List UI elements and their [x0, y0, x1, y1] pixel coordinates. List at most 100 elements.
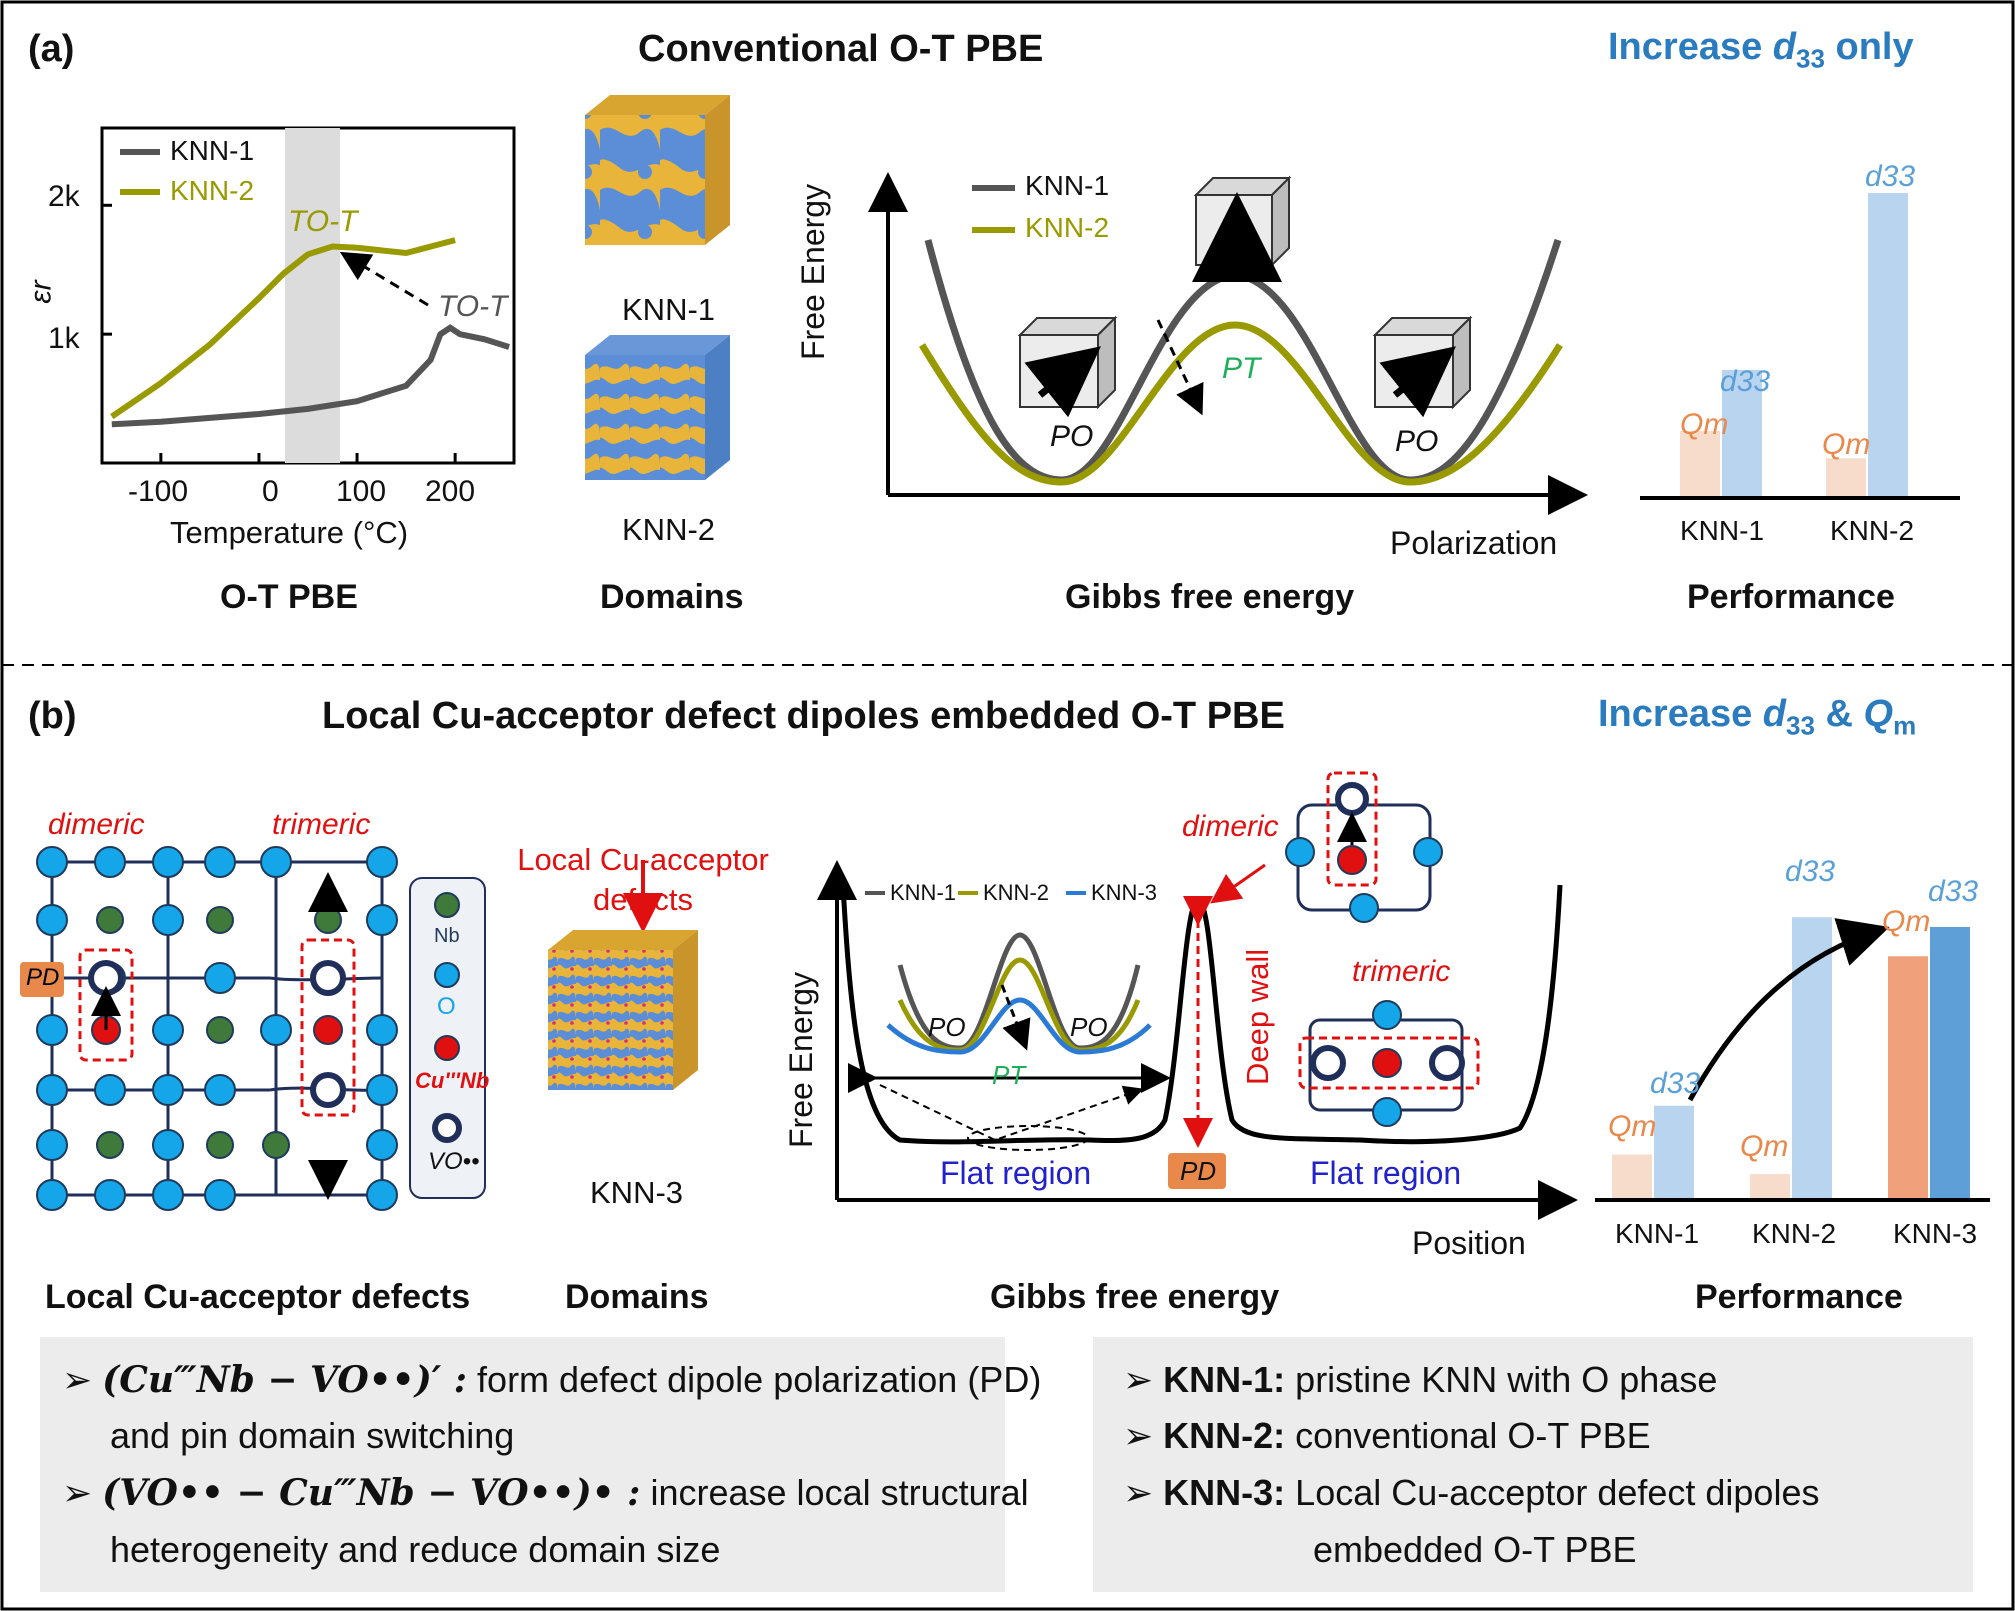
perf-a-qm-2: Qm [1822, 428, 1871, 461]
bar-d33-knn-1 [1722, 369, 1762, 498]
perf-b-d33-2: d33 [1785, 855, 1836, 888]
gibbs-b-legend-knn3: KNN-3 [1091, 880, 1158, 905]
shift-arrow [339, 251, 429, 307]
deep-wall-label: Deep wall [1240, 948, 1275, 1085]
xtick-100: 100 [336, 475, 387, 508]
o-atom [152, 846, 184, 878]
dimeric-label: dimeric [48, 808, 145, 841]
o-atom [36, 1129, 68, 1161]
xtick-m100: -100 [128, 475, 189, 508]
knn2-curve [919, 321, 1563, 486]
legend-knn2: KNN-2 [170, 175, 255, 206]
xtick-0: 0 [262, 475, 279, 508]
o-atom [36, 1074, 68, 1106]
cube-label-knn3: KNN-3 [590, 1175, 684, 1210]
gibbs-a-ylabel: Free Energy [795, 183, 831, 360]
legend-knn1: KNN-1 [170, 135, 255, 166]
legend-cu: Cu'''Nb [415, 1068, 490, 1093]
gibbs-b-legend-knn2: KNN-2 [983, 880, 1050, 905]
o-atom [152, 1179, 184, 1211]
o-atom [152, 904, 184, 936]
o-atom [366, 846, 398, 878]
caption-gibbs-b: Gibbs free energy [990, 1278, 1280, 1316]
bar-qm-knn-1 [1680, 430, 1720, 498]
note-left-1: ➢ (Cu‴Nb − VO••)′ : form defect dipole p… [62, 1359, 1042, 1401]
nb-atom [206, 906, 234, 934]
o-atom [260, 846, 292, 878]
perf-b-cat-1: KNN-1 [1615, 1218, 1700, 1249]
knn2-curve [110, 237, 456, 420]
vo-vacancy [310, 1072, 346, 1108]
vo-vacancy [310, 960, 346, 996]
po-left: PO [1050, 420, 1094, 453]
perf-b-cat-3: KNN-3 [1893, 1218, 1978, 1249]
o-atom [152, 1129, 184, 1161]
tot-annot-knn2: TO-T [288, 205, 358, 238]
bar-qm-knn-3 [1888, 956, 1928, 1200]
bar-qm-knn-1 [1612, 1154, 1652, 1200]
o-atom [366, 904, 398, 936]
note-right-3b: embedded O-T PBE [1313, 1529, 1637, 1570]
caption-perf-b: Performance [1695, 1278, 1903, 1316]
perf-b-d33-1: d33 [1650, 1067, 1701, 1100]
dimeric-motif [1285, 771, 1443, 923]
po-right-b: PO [1070, 1012, 1108, 1042]
pd-label-b: PD [1180, 1156, 1217, 1186]
o-atom [260, 1014, 292, 1046]
dimeric-label-b: dimeric [1182, 810, 1279, 843]
perf-b-qm-1: Qm [1608, 1110, 1657, 1143]
legend-nb: Nb [434, 925, 460, 947]
cu-atom [313, 1015, 343, 1045]
o-atom [366, 1179, 398, 1211]
o-atom [94, 1179, 126, 1211]
o-atom [152, 1014, 184, 1046]
pt-arrow [1156, 319, 1204, 416]
trimeric-motif [1298, 1000, 1480, 1127]
gibbs-b-legend-knn1: KNN-1 [890, 880, 957, 905]
panel-b-right-title: Increase d33 & Qm [1598, 693, 1917, 741]
o-atom [152, 1074, 184, 1106]
bar-qm-knn-2 [1826, 458, 1866, 498]
perf-a-cat-1: KNN-1 [1680, 515, 1765, 546]
pt-label-b: PT [992, 1060, 1026, 1090]
po-right: PO [1395, 425, 1439, 458]
cube-po-right [1372, 315, 1473, 418]
caption-perf-a: Performance [1687, 578, 1895, 616]
pd-label: PD [26, 964, 60, 991]
notes-left-box: ➢ (Cu‴Nb − VO••)′ : form defect dipole p… [40, 1337, 1041, 1592]
bar-qm-knn-2 [1750, 1174, 1790, 1200]
panel-b-title: Local Cu-acceptor defect dipoles embedde… [322, 695, 1285, 737]
cube-knn1 [585, 95, 730, 245]
perf-chart-a [1640, 193, 1960, 500]
gibbs-plot-a [868, 172, 1588, 515]
x-ticks [102, 203, 457, 463]
o-atom [36, 1179, 68, 1211]
vo-vacancy [88, 960, 124, 996]
note-right-1: ➢ KNN-1: pristine KNN with O phase [1123, 1359, 1718, 1400]
gibbs-plot-b [817, 771, 1578, 1220]
note-right-3: ➢ KNN-3: Local Cu-acceptor defect dipole… [1123, 1472, 1820, 1513]
o-atom [204, 1179, 236, 1211]
caption-domains-b: Domains [565, 1278, 709, 1316]
pd-badge-b [1168, 1153, 1226, 1189]
o-atom [36, 846, 68, 878]
legend-o: O [437, 993, 456, 1020]
panel-a-label: (a) [28, 28, 75, 70]
caption-ot-pbe: O-T PBE [220, 578, 358, 616]
po-left-b: PO [928, 1012, 966, 1042]
perf-b-d33-3: d33 [1928, 875, 1979, 908]
panel-a-title: Conventional O-T PBE [638, 28, 1044, 70]
bar-d33-knn-3 [1930, 927, 1970, 1200]
caption-domains-a: Domains [600, 578, 744, 616]
perf-a-cat-2: KNN-2 [1830, 515, 1915, 546]
panel-b-label: (b) [28, 695, 77, 737]
note-left-2b: heterogeneity and reduce domain size [110, 1529, 721, 1570]
gibbs-a-legend-knn1: KNN-1 [1025, 170, 1110, 201]
o-atom [204, 962, 236, 994]
cube-po-left [1017, 315, 1118, 418]
o-atom [36, 904, 68, 936]
perf-b-qm-2: Qm [1740, 1130, 1789, 1163]
pd-badge [20, 962, 64, 997]
cube-knn3 [548, 860, 698, 1090]
